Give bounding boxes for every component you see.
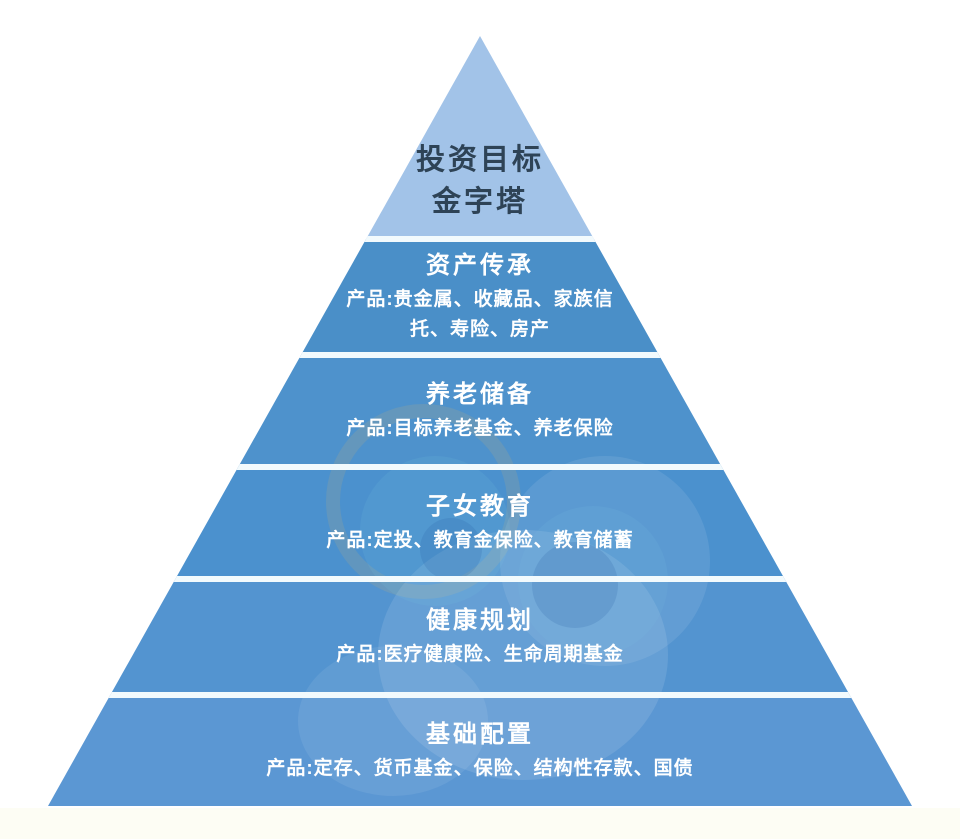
level-title: 健康规划 <box>426 606 534 634</box>
level-health-planning: 健康规划 产品:医疗健康险、生命周期基金 <box>48 582 912 692</box>
level-basic-allocation: 基础配置 产品:定存、货币基金、保险、结构性存款、国债 <box>48 698 912 804</box>
level-band-health-planning <box>48 579 912 695</box>
level-products: 产品:医疗健康险、生命周期基金 <box>336 643 624 665</box>
level-products: 产品:定存、货币基金、保险、结构性存款、国债 <box>266 757 694 779</box>
pyramid-title: 投资目标 金字塔 <box>48 126 912 236</box>
level-separator <box>48 464 912 470</box>
level-band-basic-allocation <box>48 695 912 806</box>
level-title: 资产传承 <box>426 251 534 279</box>
level-children-education: 子女教育 产品:定投、教育金保险、教育储蓄 <box>48 470 912 576</box>
level-separator <box>48 576 912 582</box>
level-separator <box>48 352 912 358</box>
level-products: 产品:目标养老基金、养老保险 <box>346 417 614 439</box>
level-asset-inheritance: 资产传承 产品:贵金属、收藏品、家族信托、寿险、房产 <box>48 242 912 352</box>
bottom-strip <box>0 808 960 839</box>
pyramid: 投资目标 金字塔 资产传承 产品:贵金属、收藏品、家族信托、寿险、房产 养老储备… <box>48 36 912 806</box>
level-retirement: 养老储备 产品:目标养老基金、养老保险 <box>48 358 912 464</box>
level-title: 养老储备 <box>426 380 534 408</box>
level-title: 基础配置 <box>426 720 534 748</box>
pyramid-title-line2: 金字塔 <box>431 186 528 218</box>
level-separator <box>48 692 912 698</box>
level-products: 产品:定投、教育金保险、教育储蓄 <box>326 529 634 551</box>
level-products: 产品:贵金属、收藏品、家族信托、寿险、房产 <box>346 288 614 340</box>
pyramid-title-line1: 投资目标 <box>415 144 544 176</box>
level-separator <box>48 236 912 242</box>
level-title: 子女教育 <box>426 492 534 520</box>
